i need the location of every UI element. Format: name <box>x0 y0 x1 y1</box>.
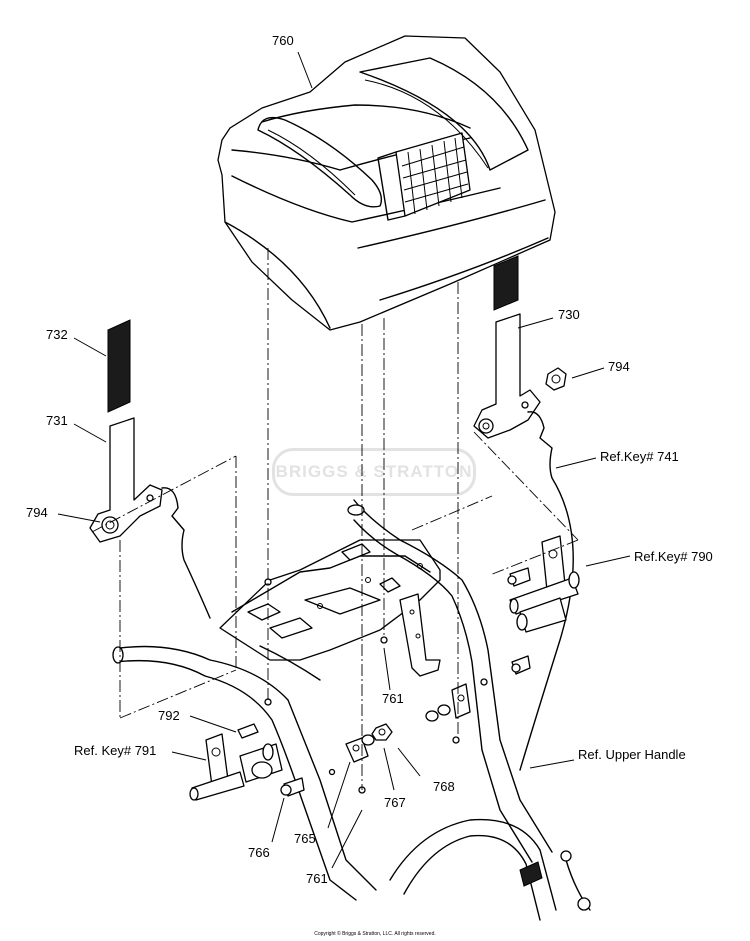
assembly-lines <box>91 248 579 790</box>
pivot-bracket-790 <box>509 535 580 633</box>
brand-watermark: BRIGGS & STRATTON <box>272 448 476 496</box>
callout-766: 766 <box>248 845 270 860</box>
callout-768: 768 <box>433 779 455 794</box>
callout-731: 731 <box>46 413 68 428</box>
pivot-bracket-791 <box>189 733 283 801</box>
control-panel-bracket <box>219 539 441 681</box>
copyright-notice: Copyright © Briggs & Stratton, LLC. All … <box>314 931 436 937</box>
callout-794-left: 794 <box>26 505 48 520</box>
decal-730 <box>493 255 519 311</box>
callout-760: 760 <box>272 33 294 48</box>
upper-handle <box>112 499 591 921</box>
cable-right <box>519 411 574 771</box>
lever-730 <box>473 313 541 439</box>
callout-ref-741: Ref.Key# 741 <box>600 449 679 464</box>
nut-794-right <box>545 367 567 391</box>
cable-left <box>161 487 211 619</box>
leader-lines <box>57 51 631 869</box>
lever-731 <box>89 417 163 543</box>
callout-761-lower: 761 <box>306 871 328 886</box>
callout-ref-790: Ref.Key# 790 <box>634 549 713 564</box>
engine-cover-760 <box>217 35 556 331</box>
callout-792: 792 <box>158 708 180 723</box>
callout-732: 732 <box>46 327 68 342</box>
callout-730: 730 <box>558 307 580 322</box>
callout-767: 767 <box>384 795 406 810</box>
callout-ref-791: Ref. Key# 791 <box>74 743 157 758</box>
callout-794-right: 794 <box>608 359 630 374</box>
callout-765: 765 <box>294 831 316 846</box>
decal-732 <box>107 319 131 413</box>
center-hardware <box>345 683 471 763</box>
vent-grille-mesh <box>401 137 469 215</box>
bolt-792 <box>237 723 259 739</box>
callout-761-upper: 761 <box>382 691 404 706</box>
callout-upper-handle: Ref. Upper Handle <box>578 747 686 762</box>
